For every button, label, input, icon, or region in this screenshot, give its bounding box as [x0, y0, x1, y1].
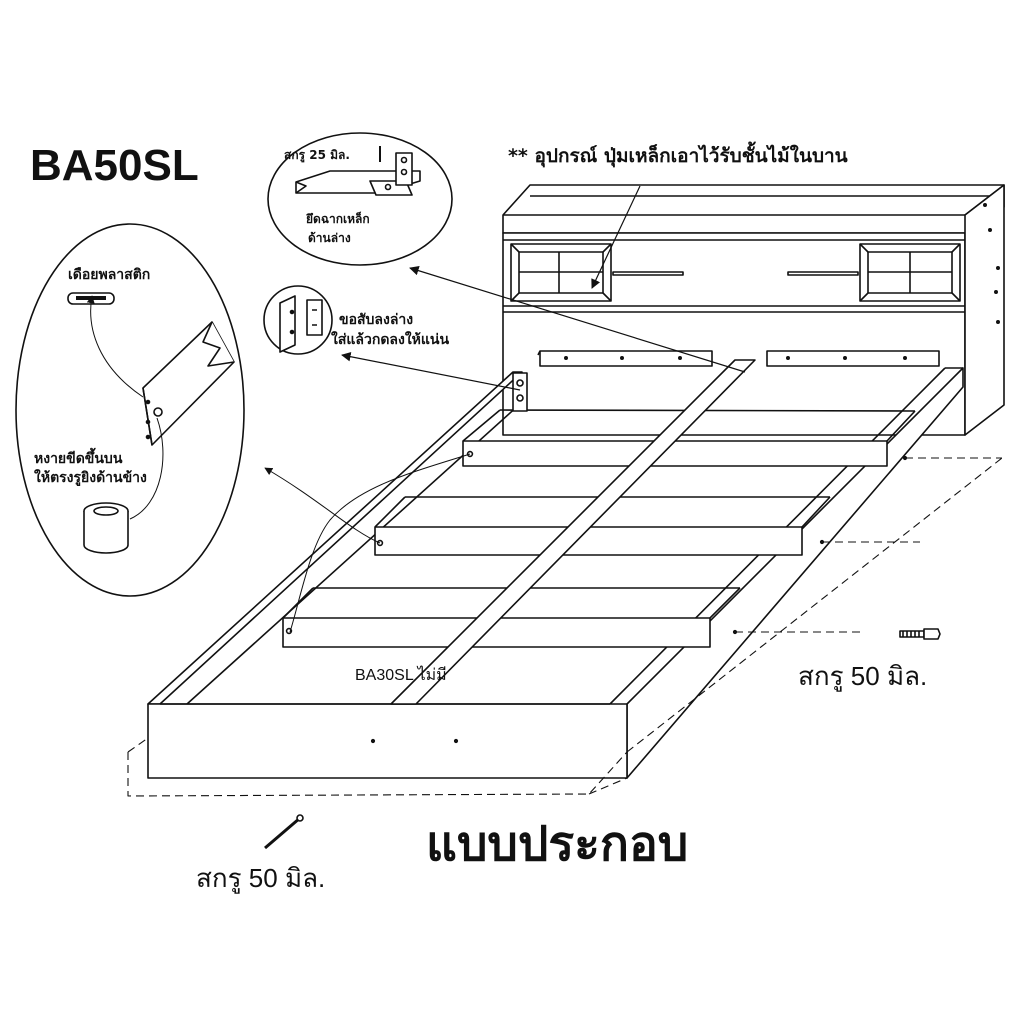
- assembly-title: แบบประกอบ: [426, 816, 689, 872]
- ba30-note: BA30SL ไม่มี: [355, 667, 447, 684]
- dowel-tip-line1: หงายขีดขึ้นบน: [34, 451, 123, 467]
- plug-callout-oval: [15, 223, 245, 597]
- bracket-note-line1: ยึดฉากเหล็ก: [306, 212, 370, 226]
- hook-note-line2: ใส่แล้วกดลงให้แน่น: [331, 332, 450, 348]
- floor-outline: [127, 457, 1003, 797]
- screw-25-label: สกรู 25 มิล.: [284, 148, 350, 162]
- hook-note-line1: ขอสับลงล่าง: [339, 312, 414, 328]
- plastic-dowel-label: เดือยพลาสติก: [68, 267, 151, 283]
- bed-frame: [147, 359, 964, 779]
- bracket-note-line2: ด้านล่าง: [308, 231, 351, 245]
- pointer-arrows: [264, 185, 746, 633]
- screw-icon-right: [899, 628, 941, 640]
- headboard-cabinet: [502, 184, 1005, 436]
- screw-50-label-bottom: สกรู 50 มิล.: [196, 863, 326, 893]
- screw-icon-bottom: [264, 814, 304, 850]
- dowel-tip-line2: ให้ตรงรูยิงด้านข้าง: [34, 470, 147, 486]
- accessory-note: ** อุปกรณ์ ปุ่มเหล็กเอาไว้รับชั้นไม้ในบา…: [508, 145, 848, 167]
- model-code: BA50SL: [30, 141, 199, 190]
- hook-callout-oval: [263, 285, 333, 355]
- screw-50-label-right: สกรู 50 มิล.: [798, 661, 928, 691]
- bracket-callout-oval: [267, 132, 453, 266]
